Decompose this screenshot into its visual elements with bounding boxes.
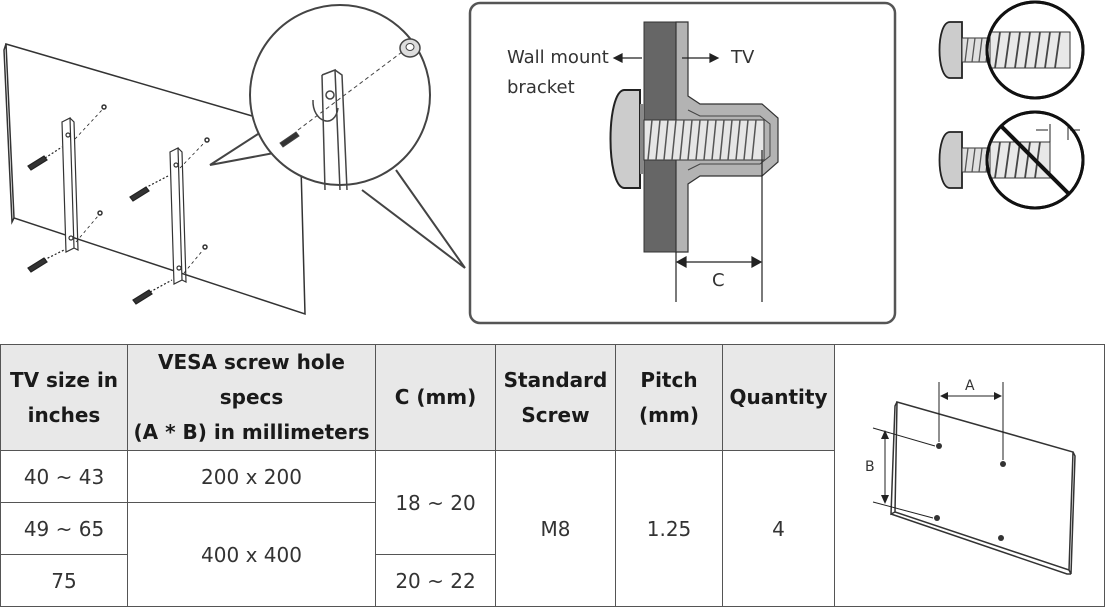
tv-label: TV (730, 47, 755, 68)
cell-standard-screw: M8 (495, 450, 616, 607)
header-tv-size-line1: TV size in (9, 367, 119, 392)
vesa-hole-diagram-cell: A B (834, 344, 1105, 607)
header-standard-screw: Standard Screw (495, 344, 616, 451)
header-pitch: Pitch (mm) (615, 344, 723, 451)
vesa-spec-table: TV size in inches VESA screw hole specs … (0, 344, 1105, 607)
tv-back-panel-drawing (3, 42, 306, 316)
cell-c-value: 20 ~ 22 (375, 554, 496, 607)
c-dimension-label: C (712, 270, 725, 291)
vesa-hole-diagram: A B (865, 378, 1076, 575)
header-standard-line2: Screw (521, 402, 590, 427)
correct-screw-drawing (938, 0, 1085, 100)
header-quantity: Quantity (722, 344, 835, 451)
vesa-b-label: B (865, 459, 875, 475)
screws-drawing (27, 109, 206, 305)
header-vesa-line1: VESA screw hole specs (157, 350, 345, 409)
vesa-a-label: A (965, 378, 975, 394)
cell-pitch: 1.25 (615, 450, 723, 607)
header-standard-line1: Standard (503, 367, 608, 392)
cell-tv-size: 40 ~ 43 (0, 450, 128, 503)
wall-mount-bracket-label-line2: bracket (507, 77, 575, 98)
header-pitch-line2: (mm) (639, 402, 699, 427)
prohibited-screw-drawing (938, 110, 1085, 210)
header-tv-size-line2: inches (27, 402, 101, 427)
header-vesa-specs: VESA screw hole specs (A * B) in millime… (127, 344, 376, 451)
table-row: 40 ~ 43 200 x 200 18 ~ 20 M8 1.25 4 (0, 450, 1105, 607)
header-c-mm: C (mm) (375, 344, 496, 451)
cell-vesa: 200 x 200 (127, 450, 376, 503)
cell-tv-size: 49 ~ 65 (0, 502, 128, 555)
cell-tv-size: 75 (0, 554, 128, 607)
cell-c-value: 18 ~ 20 (375, 450, 496, 555)
header-tv-size: TV size in inches (0, 344, 128, 451)
header-pitch-line1: Pitch (640, 367, 698, 392)
mounting-illustration: Wall mount bracket TV C (3, 0, 1085, 325)
wall-mount-bracket-label-line1: Wall mount (507, 47, 609, 68)
cell-vesa: 400 x 400 (127, 502, 376, 607)
cell-quantity: 4 (722, 450, 835, 607)
header-vesa-line2: (A * B) in millimeters (133, 420, 370, 444)
zoom-callout (209, 4, 466, 269)
screw-depth-detail (468, 1, 897, 325)
